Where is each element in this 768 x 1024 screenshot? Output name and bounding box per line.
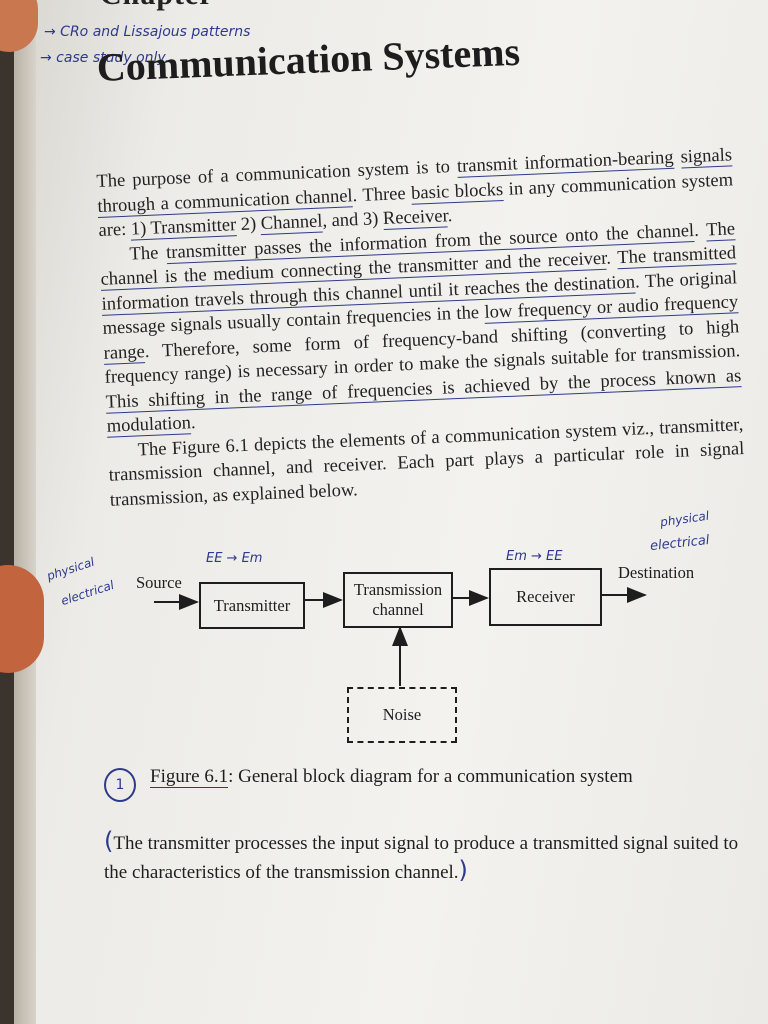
block-diagram: Source Transmitter Transmission channel … [0,509,768,760]
book-page [14,0,768,1024]
text-run: . [190,413,197,434]
text-run: The [129,242,167,265]
channel-block: Transmission channel [343,572,453,628]
channel-label-line2: channel [372,600,424,619]
circled-number: 1 [104,768,136,802]
source-label: Source [136,573,182,592]
underlined-phrase: Receiver [382,206,449,231]
channel-label-line1: Transmission [353,580,443,599]
text-run: . [693,220,707,241]
noise-label: Noise [382,705,422,724]
destination-label: Destination [618,563,695,582]
transmitter-label: Transmitter [213,595,291,615]
underlined-phrase: Channel [260,211,323,236]
paragraph-2: The transmitter passes the information f… [99,217,743,439]
page-edge [14,0,36,1024]
caption-text: : General block diagram for a communicat… [228,766,633,787]
transmitter-block: Transmitter [199,582,305,629]
noise-block: Noise [347,687,457,743]
figure-ref: Figure 6.1 [150,766,229,788]
text-run: . [447,206,453,227]
margin-note-1: → CRo and Lissajous patterns [44,24,251,40]
margin-note-2: → case study only. [40,50,170,66]
finger-left [0,565,44,673]
final-paragraph-text: The transmitter processes the input sign… [104,833,739,883]
figure-caption: Figure 6.1: General block diagram for a … [150,766,633,788]
final-paragraph: (The transmitter processes the input sig… [104,828,754,886]
underlined-phrase: basic blocks [410,179,504,205]
note-ee-em: EE → Em [206,551,263,566]
text-run: , and 3) [321,209,384,232]
note-em-ee: Em → EE [506,549,563,564]
underlined-phrase: 1) Transmitter [130,215,237,241]
receiver-label: Receiver [516,587,575,606]
text-run: 2) [235,214,262,236]
chapter-heading-partial: Chapter [100,0,214,12]
diagram-connectors [154,587,647,686]
open-paren-mark: ( [104,827,114,855]
receiver-block: Receiver [489,568,602,626]
text-run: . Three [352,183,412,206]
close-paren-mark: ) [458,856,468,884]
body-text: The purpose of a communication system is… [96,143,746,512]
